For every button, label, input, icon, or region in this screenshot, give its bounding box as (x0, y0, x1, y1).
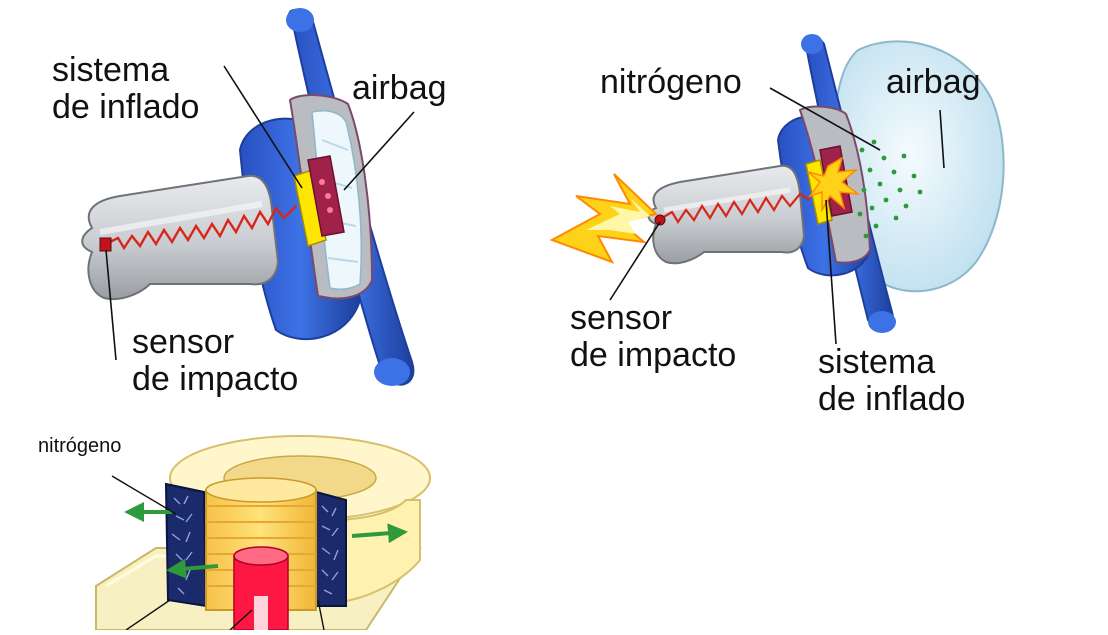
pellet-chamber-right (315, 490, 347, 607)
diagram-inflator-cutaway (95, 435, 431, 631)
label-sistema-de-inflado-2: sistema de inflado (818, 343, 966, 418)
leader-sensor-2 (609, 221, 661, 301)
label-nitrogeno-3: nitrógeno (38, 435, 122, 457)
pellet-chamber-left (164, 482, 208, 608)
diagram-after-impact (549, 34, 1005, 345)
leader-nitrogeno-3 (111, 475, 177, 515)
rim-knob-top (286, 8, 314, 32)
inflator-explosion (807, 156, 861, 213)
label-sistema-de-inflado-1: sistema de inflado (52, 51, 200, 126)
leader-airbag-2 (939, 109, 945, 169)
inflator-yellow (293, 169, 327, 247)
rim-knob-bottom (374, 358, 410, 386)
leader-sistema-2 (825, 199, 837, 345)
sensor-wire-2 (661, 192, 811, 225)
gas-arrow-3 (351, 523, 408, 544)
leader-bottom-3 (317, 599, 325, 631)
leader-airbag-1 (343, 111, 415, 191)
impact-sensor (99, 237, 112, 252)
label-airbag-2: airbag (886, 63, 981, 101)
leader-nitrogeno-2 (769, 87, 881, 151)
impact-sensor-2 (654, 214, 666, 226)
impact-flash (549, 173, 659, 264)
leader-sistema-1 (223, 65, 303, 189)
label-airbag-1: airbag (352, 69, 447, 107)
diagram-before-impact (81, 8, 415, 386)
leader-bottom-1 (125, 599, 171, 631)
nitrogen-particles (857, 139, 923, 239)
sensor-wire (105, 205, 297, 251)
steering-column (81, 174, 280, 300)
leader-sensor-1 (105, 249, 117, 361)
label-nitrogeno-2: nitrógeno (600, 63, 742, 101)
label-sensor-de-impacto-1: sensor de impacto (132, 323, 299, 398)
leader-bottom-2 (229, 609, 253, 631)
gas-arrow-2 (166, 558, 219, 579)
label-sensor-de-impacto-2: sensor de impacto (570, 299, 737, 374)
